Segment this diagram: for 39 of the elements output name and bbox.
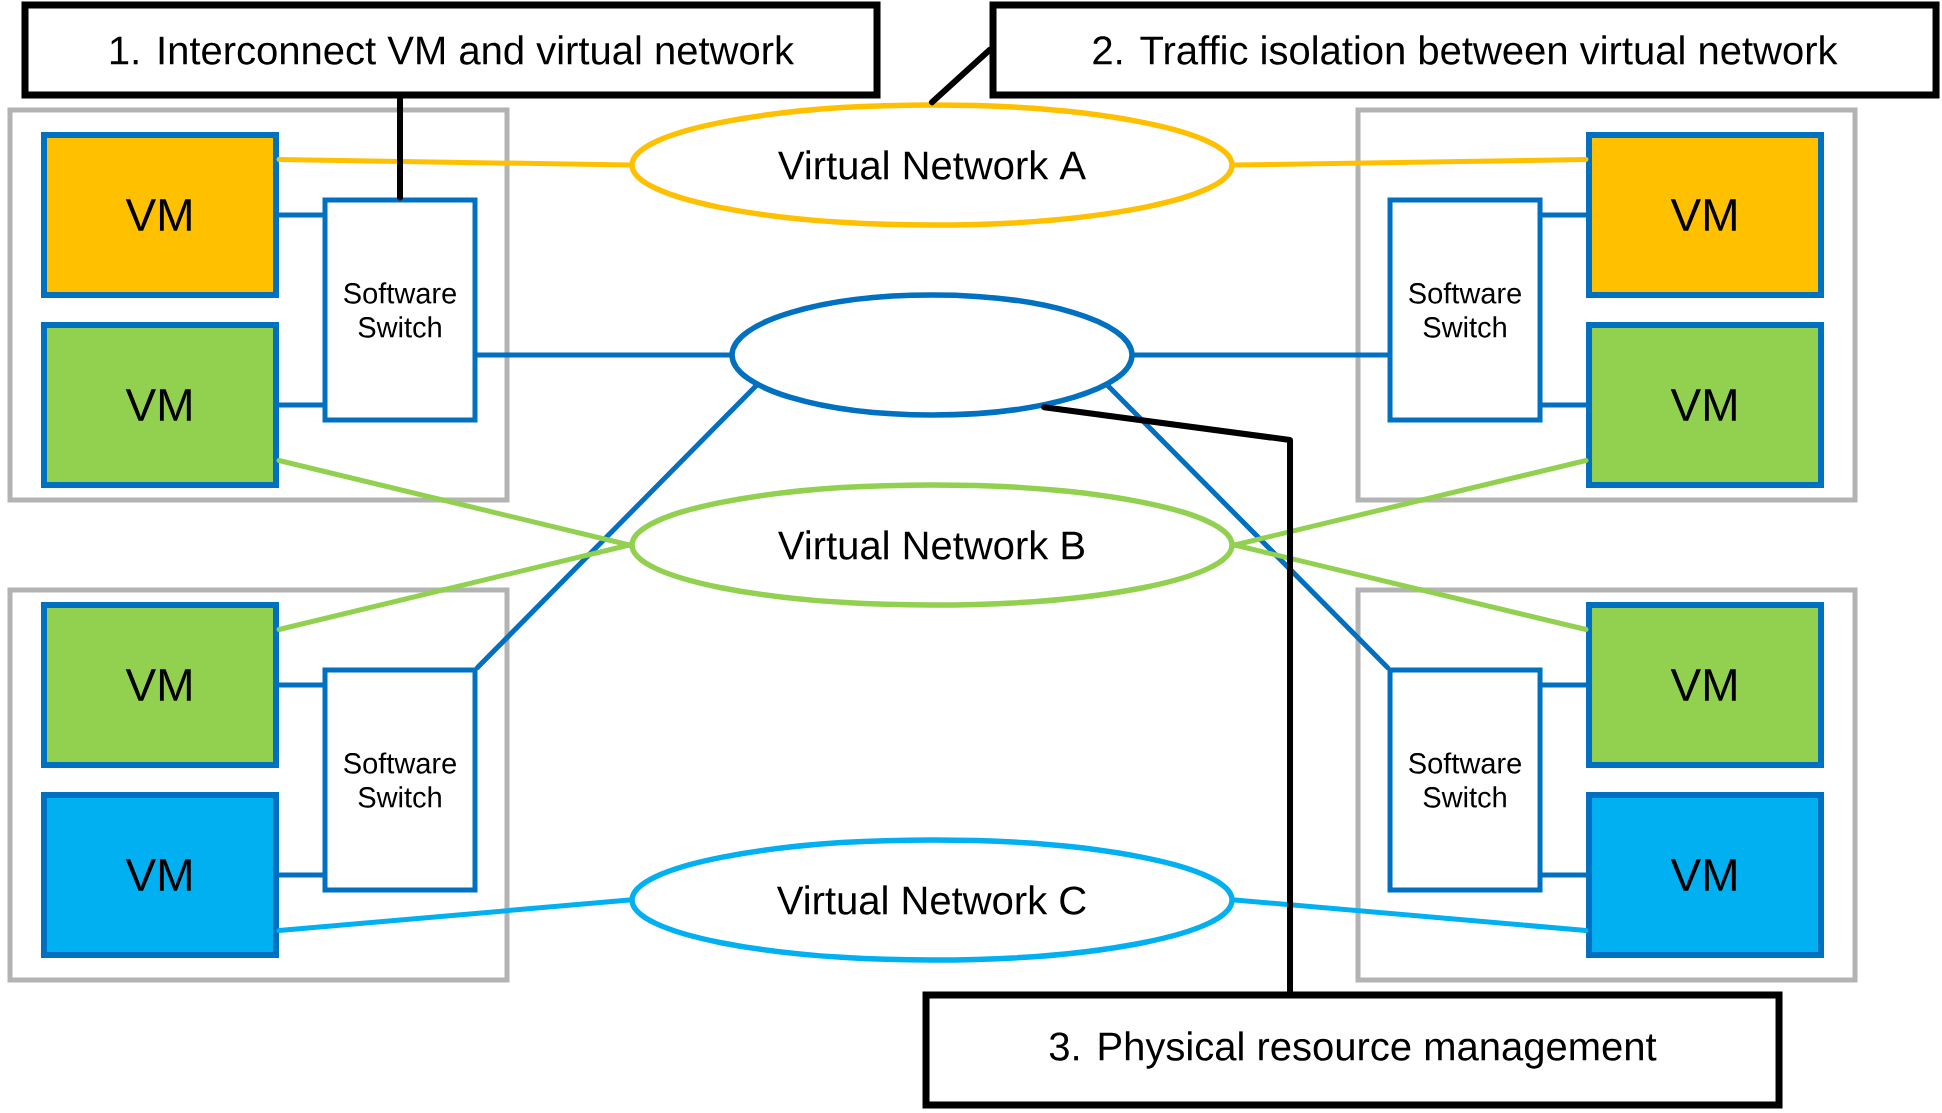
vm-box: VM: [41, 132, 279, 298]
vm-box: VM: [1586, 602, 1825, 768]
connection-line: [1232, 157, 1589, 168]
switch-box: Software Switch: [322, 197, 478, 423]
connection-line: [276, 157, 632, 168]
connection-line: [475, 383, 759, 670]
switch-box: Software Switch: [1387, 197, 1543, 423]
connection-line: [475, 352, 732, 358]
connection-line: [276, 542, 632, 632]
connection-line: [276, 682, 325, 688]
switch-box: Software Switch: [1387, 667, 1543, 893]
network-ellipse: [729, 292, 1135, 418]
connection-line: [276, 872, 325, 878]
connection-line: [1105, 383, 1390, 670]
connection-line: [276, 897, 632, 933]
switch-box: Software Switch: [322, 667, 478, 893]
connection-line: [1132, 352, 1390, 358]
callout-box: 1. Interconnect VM and virtual network: [21, 1, 881, 99]
vm-box: VM: [41, 602, 279, 768]
connection-line: [1540, 402, 1589, 408]
vm-box: VM: [41, 322, 279, 488]
connection-line: [1540, 682, 1589, 688]
vm-box: VM: [1586, 322, 1825, 488]
vm-box: VM: [41, 792, 279, 958]
connection-line: [1540, 872, 1589, 878]
leader-line: [397, 95, 403, 201]
connection-line: [1232, 458, 1589, 548]
connection-line: [276, 212, 325, 218]
callout-box: 3. Physical resource management: [922, 991, 1783, 1109]
connection-line: [1540, 212, 1589, 218]
leader-line: [929, 47, 993, 106]
leader-line: [1041, 404, 1293, 995]
connection-line: [1232, 542, 1589, 632]
callout-box: 2. Traffic isolation between virtual network: [989, 1, 1940, 99]
vm-box: VM: [1586, 132, 1825, 298]
connection-line: [1232, 897, 1589, 933]
connection-line: [276, 402, 325, 408]
vm-box: VM: [1586, 792, 1825, 958]
connection-line: [276, 458, 632, 548]
